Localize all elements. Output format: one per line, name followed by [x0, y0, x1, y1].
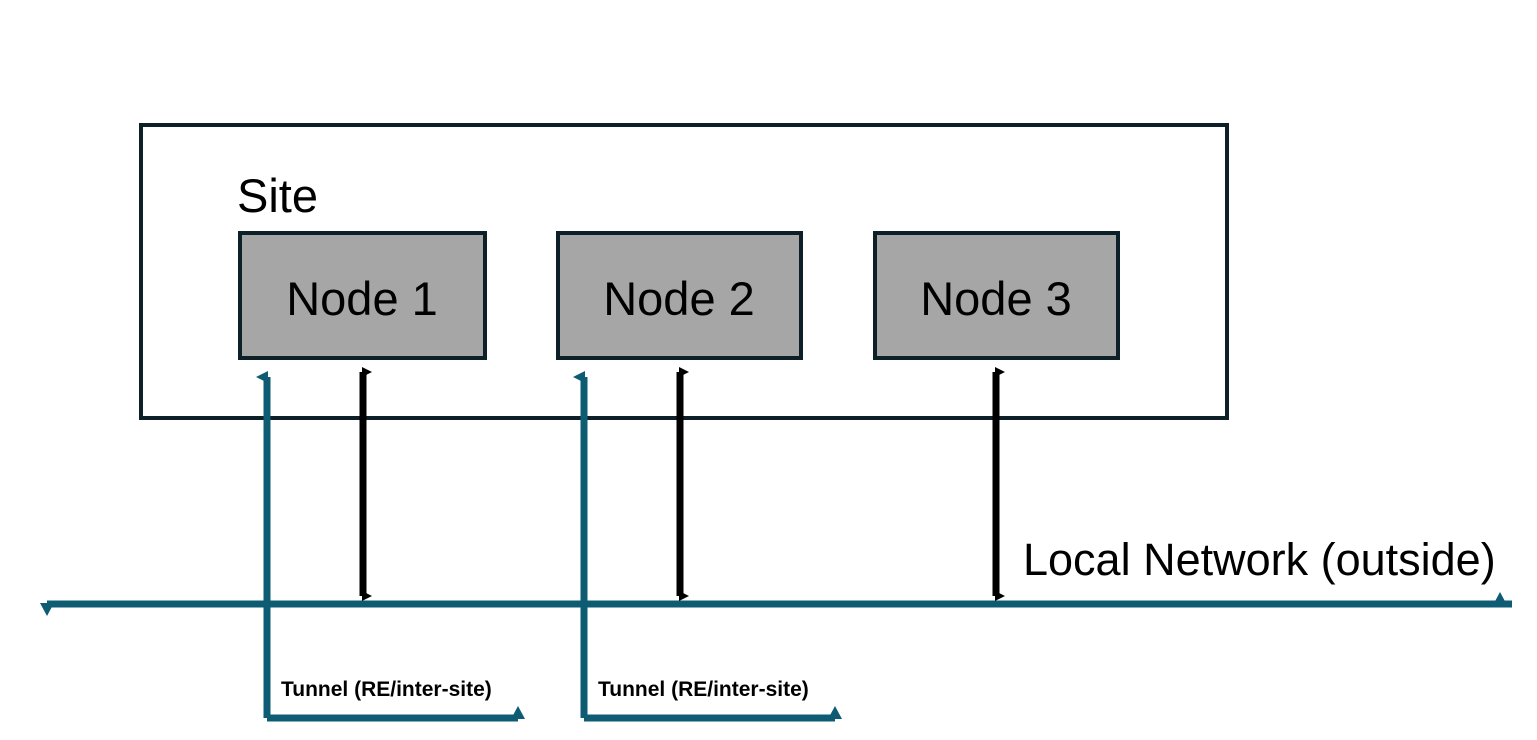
node-box-3 [873, 231, 1120, 360]
node-label-3: Node 3 [920, 272, 1072, 325]
node-box-1 [238, 231, 487, 360]
site-label: Site [237, 169, 318, 222]
node-label-2: Node 2 [603, 272, 755, 325]
tunnel-label-2: Tunnel (RE/inter-site) [598, 678, 809, 701]
node-box-2 [556, 231, 803, 360]
node-label-1: Node 1 [286, 272, 438, 325]
local-network-label: Local Network (outside) [1023, 534, 1496, 585]
tunnel-label-1: Tunnel (RE/inter-site) [281, 678, 492, 701]
